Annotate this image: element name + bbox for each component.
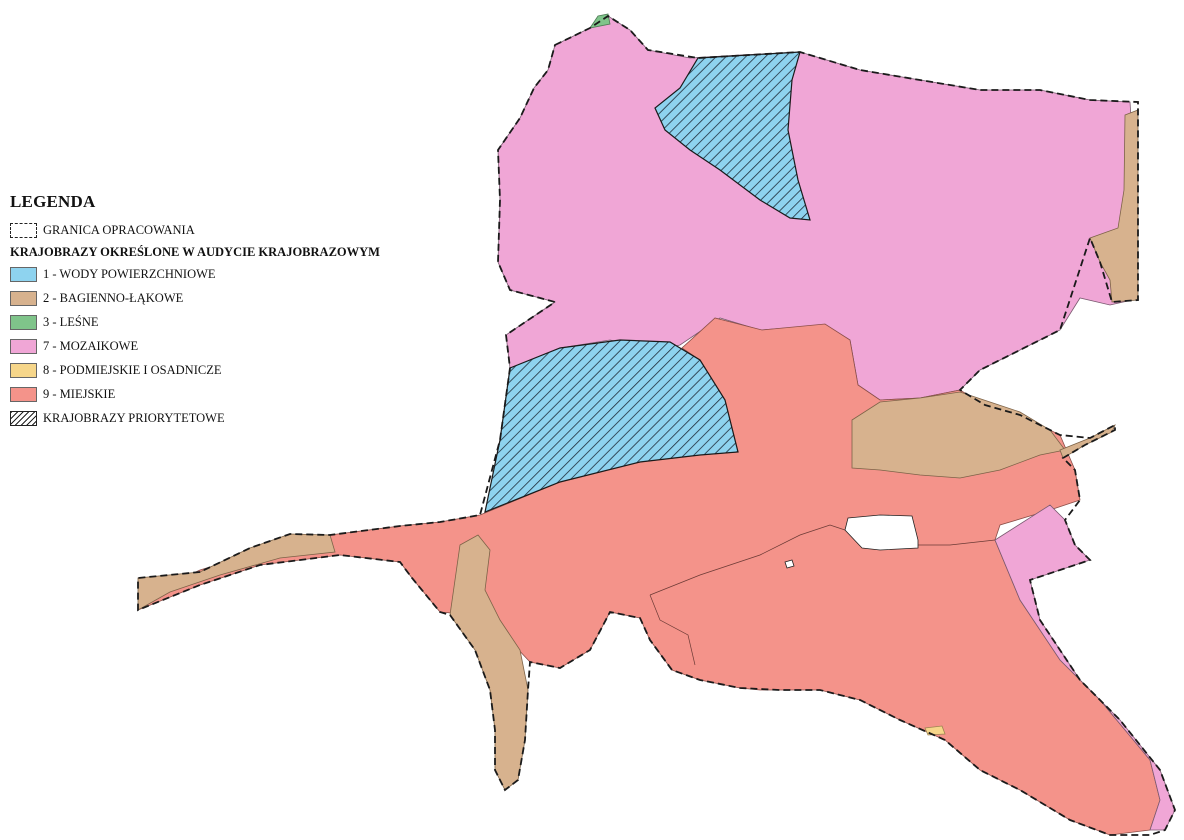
legend-subtitle: KRAJOBRAZY OKREŚLONE W AUDYCIE KRAJOBRAZ… (10, 244, 380, 259)
legend-item-label: 2 - BAGIENNO-ŁĄKOWE (43, 290, 184, 305)
zone-water-central (484, 339, 739, 513)
legend-item-forest: 3 - LEŚNE (10, 310, 380, 334)
zone-water-north (654, 51, 811, 221)
study-boundary (137, 14, 1176, 836)
urban-swatch-icon (10, 386, 37, 402)
legend-item-label: 7 - MOZAIKOWE (43, 338, 139, 353)
legend: LEGENDA GRANICA OPRACOWANIA KRAJOBRAZY O… (10, 192, 380, 430)
legend-item-urban: 9 - MIEJSKIE (10, 382, 380, 406)
forest-swatch-icon (10, 314, 37, 330)
legend-item-label: 8 - PODMIEJSKIE I OSADNICZE (43, 362, 222, 377)
legend-item-label: GRANICA OPRACOWANIA (43, 222, 195, 237)
meadow-swatch-icon (10, 290, 37, 306)
legend-item-meadow: 2 - BAGIENNO-ŁĄKOWE (10, 286, 380, 310)
legend-items: 1 - WODY POWIERZCHNIOWE 2 - BAGIENNO-ŁĄK… (10, 262, 380, 406)
mosaic-swatch-icon (10, 338, 37, 354)
suburban-swatch-icon (10, 362, 37, 378)
legend-item-water: 1 - WODY POWIERZCHNIOWE (10, 262, 380, 286)
enclave-north (844, 514, 919, 551)
zone-suburban (924, 725, 946, 736)
legend-item-label: 9 - MIEJSKIE (43, 386, 116, 401)
hatch-swatch-icon (10, 410, 37, 426)
internal-boundary (649, 524, 996, 666)
legend-item-label: 1 - WODY POWIERZCHNIOWE (43, 266, 216, 281)
legend-item-label: KRAJOBRAZY PRIORYTETOWE (43, 410, 225, 425)
water-swatch-icon (10, 266, 37, 282)
zone-meadow-west (137, 533, 336, 611)
legend-item-boundary: GRANICA OPRACOWANIA (10, 218, 380, 242)
zone-meadow-east (1089, 109, 1139, 303)
legend-item-suburban: 8 - PODMIEJSKIE I OSADNICZE (10, 358, 380, 382)
legend-item-label: 3 - LEŚNE (43, 314, 99, 329)
boundary-swatch-icon (10, 222, 37, 238)
legend-title: LEGENDA (10, 192, 96, 211)
legend-item-mosaic: 7 - MOZAIKOWE (10, 334, 380, 358)
zone-mosaic-southeast (994, 504, 1176, 831)
zone-meadow-spur (1059, 424, 1116, 459)
enclave-small (784, 559, 795, 569)
legend-item-priority: KRAJOBRAZY PRIORYTETOWE (10, 406, 380, 430)
